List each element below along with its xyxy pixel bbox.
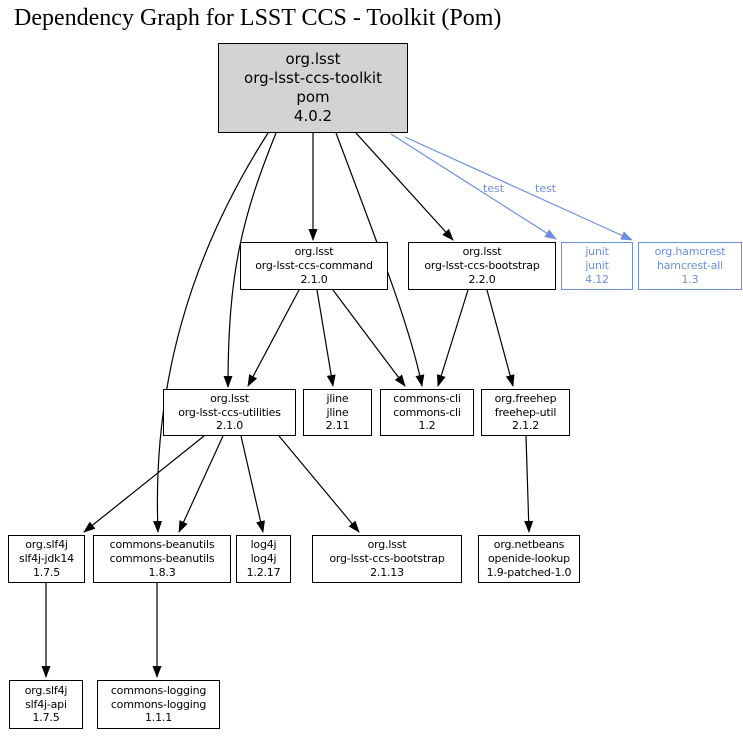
version: 1.8.3 [148,565,176,579]
artifact-id: org-lsst-ccs-command [255,259,373,273]
node-commons-beanutils[interactable]: commons-beanutils commons-beanutils 1.8.… [93,535,231,583]
group-id: org.lsst [367,538,407,552]
edge-bootstrap-to-commons-cli [436,289,469,387]
node-slf4j-jdk14[interactable]: org.slf4j slf4j-jdk14 1.7.5 [8,535,85,583]
version: 2.1.2 [512,419,539,433]
group-id: org.lsst [294,245,334,259]
artifact-id: junit [585,259,609,273]
edge-utilities-to-bootstrap-2-1-13 [278,435,360,533]
node-hamcrest-all[interactable]: org.hamcrest hamcrest-all 1.3 [638,242,742,290]
version: 1.7.5 [33,565,60,579]
version: 2.11 [325,419,350,433]
node-slf4j-api[interactable]: org.slf4j slf4j-api 1.7.5 [9,680,83,729]
artifact-id: hamcrest-all [657,259,723,273]
packaging: pom [296,88,330,106]
node-openide-lookup[interactable]: org.netbeans openide-lookup 1.9-patched-… [478,535,580,583]
artifact-id: openide-lookup [488,552,570,566]
artifact-id: org-lsst-ccs-utilities [178,405,281,419]
node-org-lsst-ccs-bootstrap-2-2-0[interactable]: org.lsst org-lsst-ccs-bootstrap 2.2.0 [408,242,556,290]
test-scope-label-junit: test [483,182,505,195]
artifact-id: org-lsst-ccs-bootstrap [424,259,540,273]
edge-toolkit-to-hamcrest-test [404,136,633,241]
group-id: commons-beanutils [109,538,215,552]
version: 4.12 [585,272,609,286]
version: 4.0.2 [293,107,333,125]
page-title: Dependency Graph for LSST CCS - Toolkit … [14,5,502,31]
artifact-id: org-lsst-ccs-toolkit [244,69,382,87]
node-junit[interactable]: junit junit 4.12 [561,242,633,290]
artifact-id: jline [326,405,349,419]
artifact-id: slf4j-jdk14 [19,552,74,566]
edge-toolkit-to-beanutils [153,132,269,533]
artifact-id: freehep-util [494,405,557,419]
edge-toolkit-to-bootstrap-2-2-0 [355,132,454,241]
group-id: org.freehep [494,391,557,405]
artifact-id: commons-cli [393,405,461,419]
edge-bootstrap-to-freehep [486,289,515,387]
edge-utilities-to-log4j [240,435,265,533]
node-freehep-util[interactable]: org.freehep freehep-util 2.1.2 [481,389,570,436]
group-id: org.lsst [285,50,341,68]
group-id: org.slf4j [24,683,68,697]
artifact-id: log4j [250,552,277,566]
node-commons-logging[interactable]: commons-logging commons-logging 1.1.1 [97,680,220,729]
version: 1.2.17 [246,565,281,579]
edge-command-to-utilities [247,289,300,387]
group-id: junit [585,245,609,259]
group-id: log4j [250,538,277,552]
node-org-lsst-ccs-bootstrap-2-1-13[interactable]: org.lsst org-lsst-ccs-bootstrap 2.1.13 [312,535,462,583]
group-id: org.lsst [210,391,249,405]
group-id: commons-cli [393,391,461,405]
edge-toolkit-to-utilities [223,132,277,388]
group-id: org.hamcrest [654,245,726,259]
edge-toolkit-to-junit-test [390,133,557,240]
version: 1.9-patched-1.0 [486,565,572,579]
node-jline[interactable]: jline jline 2.11 [303,389,372,436]
edge-toolkit-to-commons-cli [335,132,425,387]
node-org-lsst-ccs-utilities[interactable]: org.lsst org-lsst-ccs-utilities 2.1.0 [163,389,296,436]
group-id: org.lsst [462,245,502,259]
version: 1.3 [681,272,699,286]
version: 1.1.1 [145,711,172,725]
node-org-lsst-ccs-toolkit[interactable]: org.lsst org-lsst-ccs-toolkit pom 4.0.2 [218,43,408,133]
edge-utilities-to-beanutils [178,435,224,533]
group-id: commons-logging [110,683,207,697]
version: 2.2.0 [468,272,496,286]
edge-utilities-to-slf4j-jdk14 [83,435,205,533]
version: 1.7.5 [32,711,60,725]
node-commons-cli[interactable]: commons-cli commons-cli 1.2 [380,389,474,436]
node-log4j[interactable]: log4j log4j 1.2.17 [236,535,291,583]
group-id: org.netbeans [493,538,565,552]
version: 1.2 [418,419,436,433]
edge-freehep-to-openide [524,435,534,533]
test-scope-label-hamcrest: test [535,182,557,195]
node-org-lsst-ccs-command[interactable]: org.lsst org-lsst-ccs-command 2.1.0 [240,242,388,290]
version: 2.1.0 [216,419,243,433]
artifact-id: org-lsst-ccs-bootstrap [329,552,445,566]
artifact-id: slf4j-api [25,697,67,711]
artifact-id: commons-beanutils [109,552,215,566]
group-id: jline [326,391,349,405]
edge-command-to-jline [316,289,336,387]
group-id: org.slf4j [25,538,68,552]
version: 2.1.0 [300,272,328,286]
artifact-id: commons-logging [110,697,207,711]
edge-command-to-commons-cli [332,289,406,387]
version: 2.1.13 [370,565,404,579]
